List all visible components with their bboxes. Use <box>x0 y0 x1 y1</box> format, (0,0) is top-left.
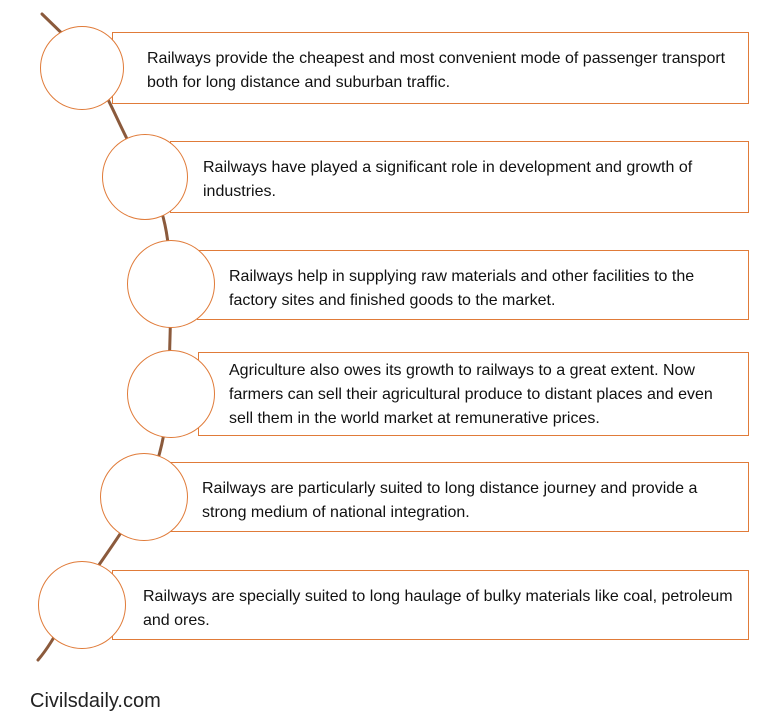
item-circle-2 <box>102 134 188 220</box>
item-box-3: Railways help in supplying raw materials… <box>197 250 749 320</box>
item-box-4: Agriculture also owes its growth to rail… <box>198 352 749 436</box>
item-circle-5 <box>100 453 188 541</box>
item-circle-4 <box>127 350 215 438</box>
item-box-1: Railways provide the cheapest and most c… <box>112 32 749 104</box>
item-circle-1 <box>40 26 124 110</box>
item-box-2: Railways have played a significant role … <box>170 141 749 213</box>
connector-curve-path <box>36 12 173 662</box>
item-text-5: Railways are particularly suited to long… <box>202 480 698 521</box>
item-text-4: Agriculture also owes its growth to rail… <box>229 362 713 427</box>
item-circle-3 <box>127 240 215 328</box>
item-circle-6 <box>38 561 126 649</box>
item-text-1: Railways provide the cheapest and most c… <box>147 50 726 91</box>
brand-watermark: Civilsdaily.com <box>30 690 161 712</box>
item-text-2: Railways have played a significant role … <box>203 159 693 200</box>
item-text-6: Railways are specially suited to long ha… <box>143 588 733 629</box>
item-box-6: Railways are specially suited to long ha… <box>112 570 749 640</box>
item-text-3: Railways help in supplying raw materials… <box>229 268 695 309</box>
item-box-5: Railways are particularly suited to long… <box>170 462 749 532</box>
